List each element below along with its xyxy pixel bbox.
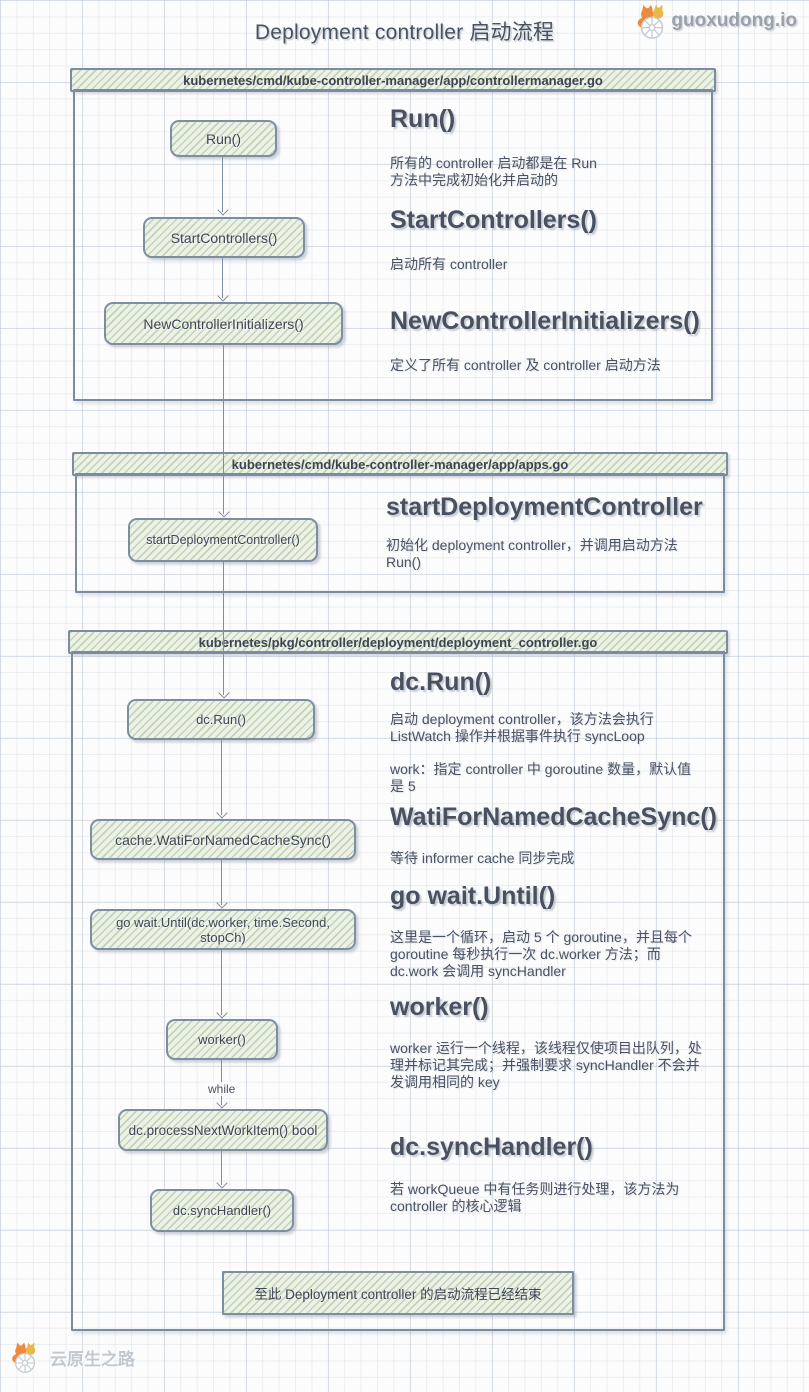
note-heading-waitfornamedcachesync: WatiForNamedCacheSync() <box>390 803 717 831</box>
flow-node-start-deployment-controller: startDeploymentController() <box>128 518 318 562</box>
note-body-startdeployment: 初始化 deployment controller，并调用启动方法 Run() <box>386 537 678 570</box>
arrow-startdeployment-to-dcrun <box>223 562 224 695</box>
flow-node-worker: worker() <box>166 1019 278 1060</box>
file-header-deployment-controller: kubernetes/pkg/controller/deployment/dep… <box>68 630 728 654</box>
flow-node-process-next-work-item: dc.processNextWorkItem() bool <box>118 1109 328 1151</box>
note-body-run: 所有的 controller 启动都是在 Run 方法中完成初始化并启动的 <box>390 155 597 188</box>
note-heading-initializers: NewControllerInitializers() <box>390 307 700 335</box>
section-body <box>73 89 713 401</box>
note-heading-run: Run() <box>390 105 456 133</box>
section-deployment-controller: kubernetes/pkg/controller/deployment/dep… <box>68 630 728 1331</box>
footer-text: 云原生之路 <box>50 1349 135 1369</box>
flow-node-cache-waitfornamedcachesync: cache.WatiForNamedCacheSync() <box>90 819 356 860</box>
flow-node-run: Run() <box>170 120 277 157</box>
note-heading-dcsynchandler: dc.syncHandler() <box>390 1133 593 1161</box>
arrow-startcontrollers-to-initializers <box>222 258 223 298</box>
note-body-worker: worker 运行一个线程，该线程仅使项目出队列，处 理并标记其完成；并强制要求… <box>390 1040 702 1090</box>
footer-cat-wheel-icon <box>12 1342 36 1373</box>
section-apps: kubernetes/cmd/kube-controller-manager/a… <box>72 452 728 593</box>
arrow-processnext-to-synchandler <box>221 1151 222 1185</box>
flow-node-start-controllers: StartControllers() <box>143 217 305 258</box>
brand-text: guoxudong.io <box>671 10 797 31</box>
note-heading-dcrun: dc.Run() <box>390 668 492 696</box>
flow-node-dc-run: dc.Run() <box>127 699 315 740</box>
flow-node-dc-sync-handler: dc.syncHandler() <box>150 1189 294 1232</box>
note-body-dcrun: 启动 deployment controller，该方法会执行 ListWatc… <box>390 711 692 795</box>
flow-node-new-controller-initializers: NewControllerInitializers() <box>104 302 343 345</box>
note-heading-gowaituntil: go wait.Until() <box>390 882 556 910</box>
note-heading-worker: worker() <box>390 993 489 1021</box>
section-controllermanager: kubernetes/cmd/kube-controller-manager/a… <box>70 68 716 401</box>
end-banner: 至此 Deployment controller 的启动流程已经结束 <box>222 1271 574 1315</box>
note-body-waitfornamedcachesync: 等待 informer cache 同步完成 <box>390 850 575 866</box>
file-header-controllermanager: kubernetes/cmd/kube-controller-manager/a… <box>70 68 716 92</box>
section-body <box>71 651 725 1331</box>
note-body-startcontrollers: 启动所有 controller <box>390 256 508 272</box>
arrow-cachesync-to-waituntil <box>221 860 222 905</box>
footer-brand: 云原生之路 <box>8 1340 135 1374</box>
page-title: Deployment controller 启动流程 <box>254 21 555 44</box>
note-body-dcsynchandler: 若 workQueue 中有任务则进行处理，该方法为 controller 的核… <box>390 1181 680 1214</box>
arrow-run-to-startcontrollers <box>222 157 223 212</box>
note-heading-startdeployment: startDeploymentController <box>386 493 703 521</box>
section-body <box>75 473 725 593</box>
mascot-cat-wheel-icon <box>638 4 664 39</box>
brand-logo: guoxudong.io <box>633 2 797 40</box>
edge-label-while: while <box>206 1082 238 1096</box>
note-heading-startcontrollers: StartControllers() <box>390 206 597 234</box>
file-header-apps: kubernetes/cmd/kube-controller-manager/a… <box>72 452 728 476</box>
note-body-gowaituntil: 这里是一个循环，启动 5 个 goroutine，并且每个 goroutine … <box>390 929 692 979</box>
flow-node-go-wait-until: go wait.Until(dc.worker, time.Second, st… <box>90 909 356 950</box>
arrow-waituntil-to-worker <box>221 950 222 1015</box>
note-body-initializers: 定义了所有 controller 及 controller 启动方法 <box>390 357 661 373</box>
arrow-initializers-to-startdeployment <box>223 345 224 514</box>
arrow-dcrun-to-cachesync <box>221 740 222 815</box>
